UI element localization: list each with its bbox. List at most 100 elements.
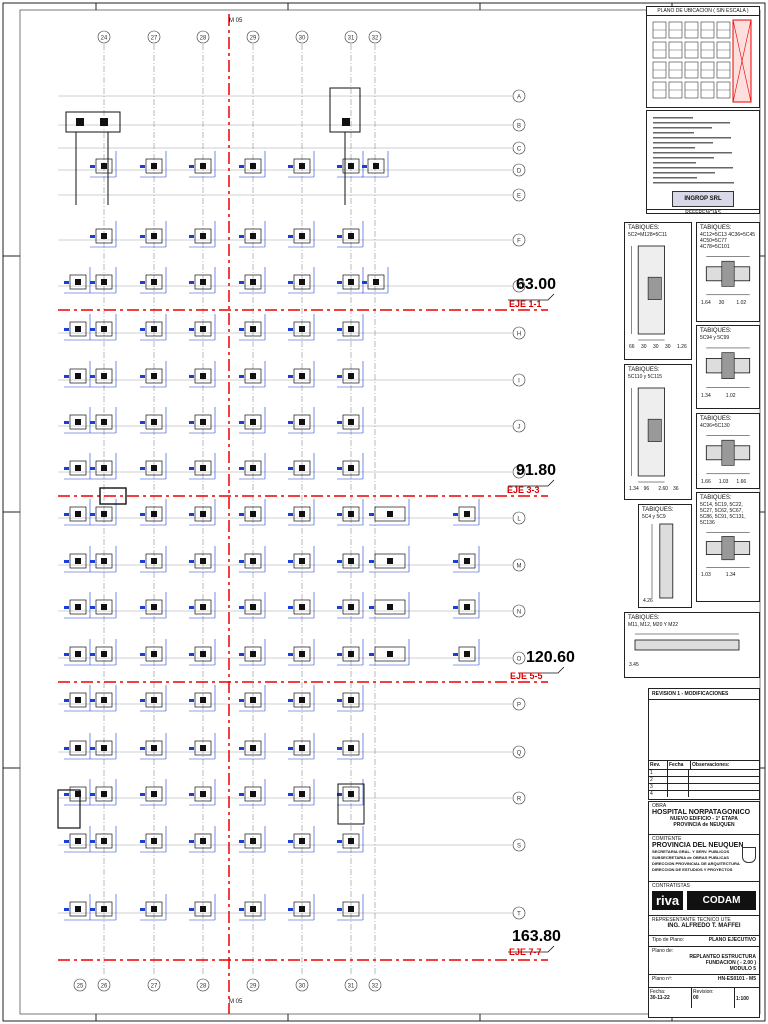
note-text-line <box>653 137 731 139</box>
dimension-text: 4.26 <box>643 598 653 604</box>
column-section <box>464 511 470 517</box>
footing-outline <box>342 228 360 244</box>
column-label: 31 <box>348 36 355 42</box>
dimension-tag <box>189 513 194 516</box>
revision-block: REVISION 1 - MODIFICACIONES Rev. Fecha O… <box>648 688 760 800</box>
footing-outline <box>244 321 262 337</box>
column-section <box>299 651 305 657</box>
dimension-text: 30 <box>665 344 671 350</box>
row-bubble <box>512 604 526 618</box>
dimension-tag <box>189 375 194 378</box>
dimension-text: 1.02 <box>726 393 736 399</box>
column-section <box>200 511 206 517</box>
footing-outline <box>342 553 360 569</box>
dimension-tag <box>337 560 342 563</box>
dimension-text: 2.60 <box>658 486 668 492</box>
rep-label: REPRESENTANTE TECNICO UTE <box>652 917 731 923</box>
footing-outline <box>95 321 113 337</box>
column-section <box>151 163 157 169</box>
column-section <box>75 419 81 425</box>
footing-outline <box>194 368 212 384</box>
dimension-tag <box>288 653 293 656</box>
row-bubble <box>512 558 526 572</box>
footing-outline <box>145 786 163 802</box>
column-label: 32 <box>372 984 379 990</box>
dimension-tag <box>64 281 69 284</box>
footing-outline <box>293 553 311 569</box>
footing <box>64 361 91 388</box>
footing <box>239 407 266 434</box>
revision-value: 00 <box>693 995 699 1001</box>
footing-outline <box>293 228 311 244</box>
footing <box>90 779 117 806</box>
dimension-text: 96 <box>644 486 650 492</box>
dimension-tag <box>239 699 244 702</box>
footing <box>64 779 91 806</box>
footing-outline <box>244 158 262 174</box>
dimension-tag <box>239 328 244 331</box>
column-label: 31 <box>348 984 355 990</box>
footing <box>239 361 266 388</box>
column-section <box>348 465 354 471</box>
tabique-core <box>647 276 662 300</box>
column-section <box>299 373 305 379</box>
column-section <box>101 558 107 564</box>
column-section <box>101 651 107 657</box>
footing <box>288 546 315 573</box>
column-section <box>75 373 81 379</box>
footing <box>189 314 216 341</box>
dimension-text: 1.66 <box>701 479 711 485</box>
row-bubble <box>512 163 526 177</box>
dimension-tag <box>140 653 145 656</box>
row-label: G <box>517 285 522 291</box>
plano-label: Plano de: <box>652 948 674 954</box>
column-label: 30 <box>299 36 306 42</box>
dimension-tag <box>90 165 95 168</box>
footing-outline <box>95 833 113 849</box>
dimension-tag <box>64 467 69 470</box>
column-section <box>75 465 81 471</box>
direccion: DIRECCION PROVINCIAL DE ARQUITECTURA <box>652 861 740 866</box>
module-label-bottom: M 05 <box>229 999 243 1005</box>
column-section <box>299 745 305 751</box>
column-section <box>101 604 107 610</box>
footing <box>337 685 364 712</box>
tabique-block <box>57 789 81 829</box>
axis-label: EJE 3-3 <box>507 485 540 495</box>
detail-panel: TABIQUES: M11, M12, M20 Y M22 3.45 <box>624 612 760 678</box>
level-label: 63.00 <box>516 276 557 293</box>
footing-outline <box>194 833 212 849</box>
footing-outline <box>244 274 262 290</box>
column-section <box>464 604 470 610</box>
column-section <box>250 326 256 332</box>
tabique-section <box>634 639 740 651</box>
footing-outline <box>145 506 163 522</box>
axis-label: EJE 1-1 <box>509 299 542 309</box>
footing <box>90 314 117 341</box>
dimension-tag <box>90 328 95 331</box>
footing <box>453 592 480 619</box>
footing-outline <box>69 599 87 615</box>
footing <box>239 151 266 178</box>
footing-outline <box>194 553 212 569</box>
footing-outline <box>293 368 311 384</box>
footing-outline <box>244 692 262 708</box>
column-section <box>101 906 107 912</box>
detail-title: TABIQUES: <box>642 507 674 513</box>
footing <box>288 361 315 388</box>
dimension-tag <box>189 421 194 424</box>
column-section <box>348 745 354 751</box>
dimension-tag <box>288 281 293 284</box>
title-block: OBRA HOSPITAL NORPATAGONICO NUEVO EDIFIC… <box>648 801 760 1018</box>
dimension-tag <box>64 908 69 911</box>
column-section <box>101 163 107 169</box>
column-bubble <box>295 978 309 992</box>
footing <box>140 151 167 178</box>
column-section <box>299 906 305 912</box>
detail-title: TABIQUES: <box>700 225 732 231</box>
footing-outline <box>293 786 311 802</box>
dimension-tag <box>337 793 342 796</box>
footing-outline <box>342 158 360 174</box>
